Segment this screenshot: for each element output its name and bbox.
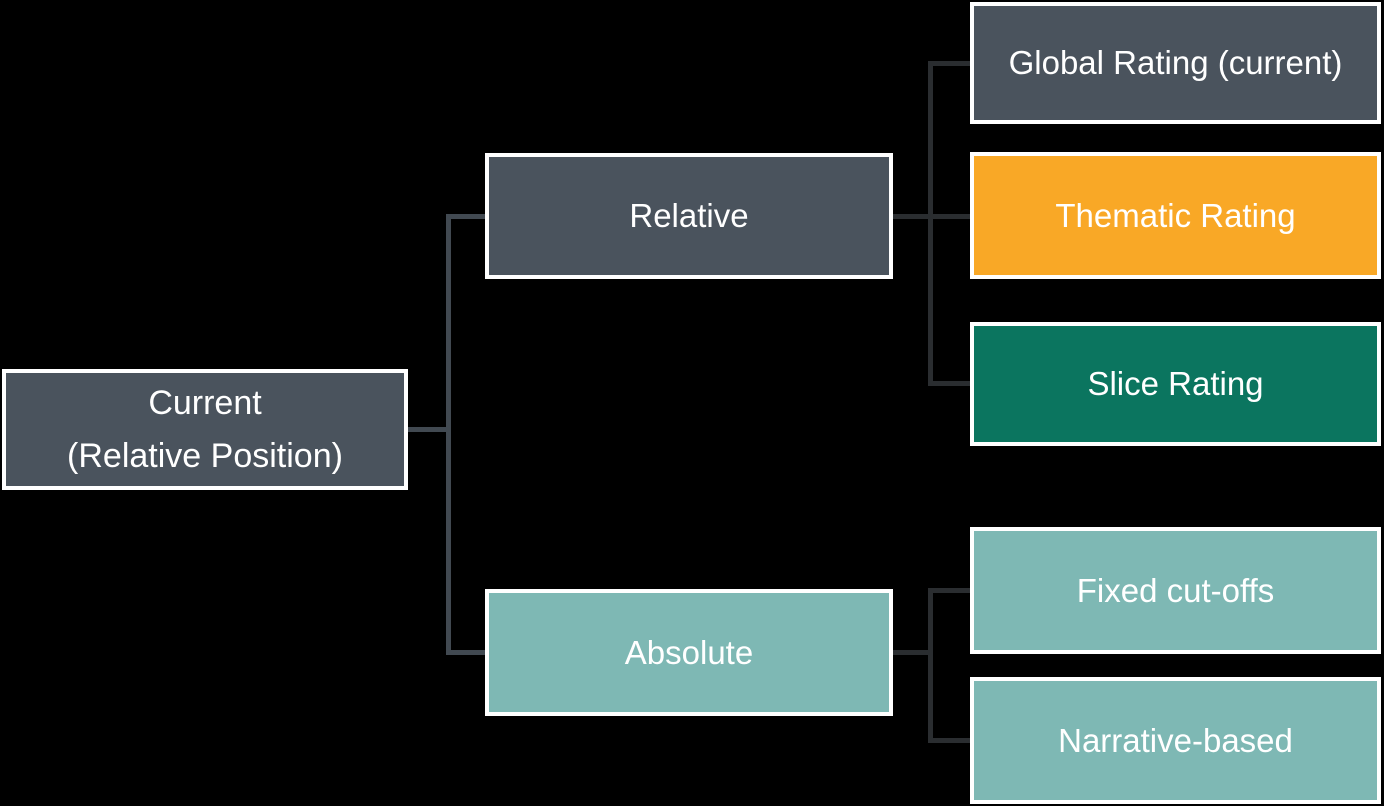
connector-absolute-stub xyxy=(893,650,933,655)
connector-root-vertical xyxy=(446,214,451,655)
node-narrative-based-label: Narrative-based xyxy=(1058,721,1293,759)
node-global-rating-label: Global Rating (current) xyxy=(1008,44,1343,82)
connector-absolute-to-fixed xyxy=(928,588,971,593)
connector-absolute-vertical xyxy=(928,588,933,743)
node-fixed-cutoffs: Fixed cut-offs xyxy=(970,527,1381,654)
node-global-rating-current: Global Rating (current) xyxy=(970,2,1381,124)
node-slice-rating: Slice Rating xyxy=(970,322,1381,446)
connector-absolute-to-narrative xyxy=(928,738,971,743)
node-absolute-label: Absolute xyxy=(624,633,754,671)
node-fixed-cutoffs-label: Fixed cut-offs xyxy=(1076,571,1275,609)
connector-root-stub xyxy=(406,427,451,432)
node-absolute: Absolute xyxy=(485,589,893,716)
node-slice-rating-label: Slice Rating xyxy=(1087,365,1264,403)
node-relative: Relative xyxy=(485,153,893,279)
connector-root-to-absolute xyxy=(446,650,486,655)
node-relative-label: Relative xyxy=(629,197,749,235)
node-thematic-rating: Thematic Rating xyxy=(970,152,1381,279)
connector-relative-to-global xyxy=(928,61,971,66)
node-current-relative-position: Current (Relative Position) xyxy=(2,369,408,490)
node-current-line1: Current xyxy=(148,383,262,422)
node-current-line2: (Relative Position) xyxy=(67,436,343,475)
node-thematic-rating-label: Thematic Rating xyxy=(1055,196,1296,234)
connector-relative-to-slice xyxy=(928,381,971,386)
connector-root-to-relative xyxy=(446,214,486,219)
connector-relative-vertical xyxy=(928,61,933,386)
node-narrative-based: Narrative-based xyxy=(970,677,1381,804)
